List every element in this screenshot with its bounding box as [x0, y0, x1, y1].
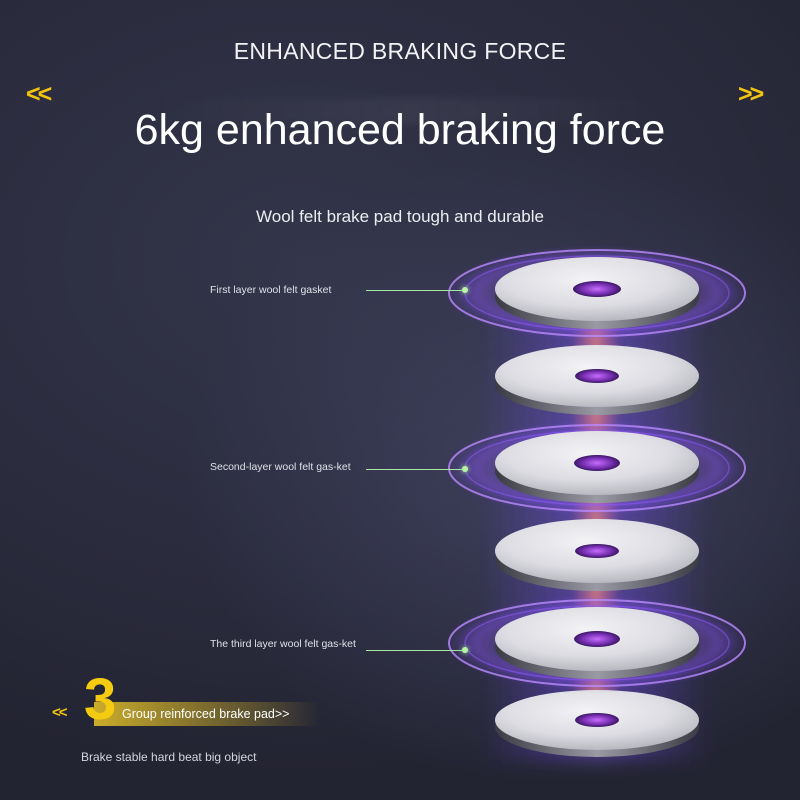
footer-note: Brake stable hard beat big object	[81, 750, 257, 764]
hero-title: 6kg enhanced braking force	[134, 106, 666, 154]
brake-disc-4	[495, 607, 699, 679]
layer-2-connector	[366, 469, 466, 470]
layer-1-marker-dot	[462, 287, 468, 293]
group-count-badge: << 3 Group reinforced brake pad>>	[50, 666, 350, 736]
section-heading: ENHANCED BRAKING FORCE	[233, 38, 567, 64]
left-chevrons-icon: <<	[26, 80, 52, 108]
badge-number: 3	[84, 667, 117, 732]
layer-3-marker-dot	[462, 647, 468, 653]
badge-label: Group reinforced brake pad>>	[122, 707, 290, 721]
brake-disc-5	[495, 690, 699, 757]
layer-3-label: The third layer wool felt gas-ket	[210, 638, 356, 650]
hero-subtitle: Wool felt brake pad tough and durable	[256, 207, 544, 226]
right-chevrons-icon: >>	[738, 80, 764, 108]
background-ghost-text	[150, 98, 670, 124]
badge-chevrons-icon: <<	[52, 704, 67, 721]
brake-disc-1	[495, 257, 699, 329]
layer-3-connector	[366, 650, 466, 651]
badge-highlight-bar	[94, 702, 320, 726]
brake-disc-2	[495, 431, 699, 503]
layer-1-label: First layer wool felt gasket	[210, 284, 332, 296]
layer-2-label: Second-layer wool felt gas-ket	[210, 461, 351, 473]
brake-disc-1b	[495, 345, 699, 415]
brake-disc-3	[495, 519, 699, 591]
layer-1-connector	[366, 290, 466, 291]
layer-2-marker-dot	[462, 466, 468, 472]
